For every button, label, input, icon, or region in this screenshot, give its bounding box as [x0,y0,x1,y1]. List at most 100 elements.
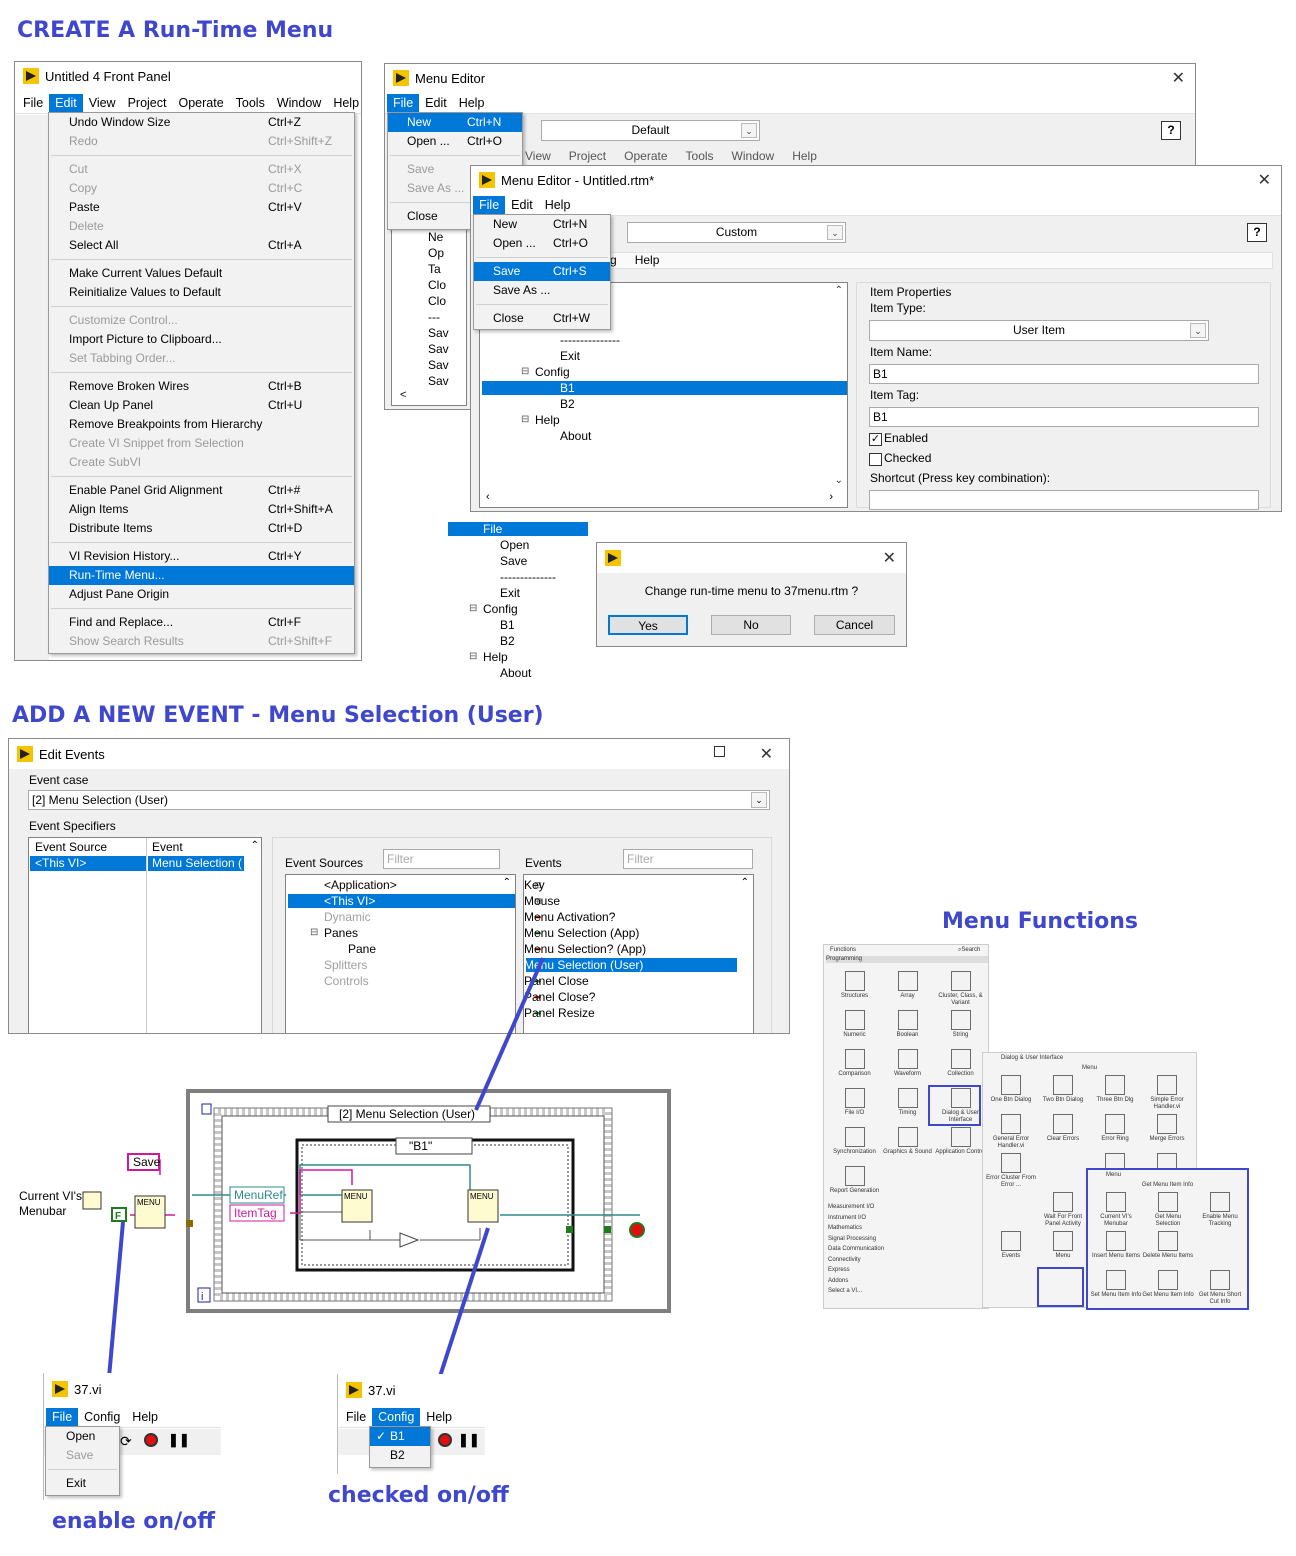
menu-item-create-subvi[interactable]: Create SubVI [49,453,354,472]
close-icon[interactable]: ✕ [759,746,773,763]
menu-item-run-time-menu[interactable]: Run-Time Menu... [49,566,354,585]
tree-item-exit[interactable]: Exit [448,585,588,601]
no-button[interactable]: No [711,615,791,635]
pause-icon[interactable]: ❚❚ [458,1432,480,1447]
help-button[interactable]: ? [1161,121,1181,140]
collapse-icon[interactable]: ⊟ [469,651,478,662]
get-menu-item-info-node[interactable] [341,1189,373,1223]
menu-item-save[interactable]: Save [388,160,522,179]
menu-item-vi-revision-history[interactable]: VI Revision History...Ctrl+Y [49,547,354,566]
menubar-edit[interactable]: Edit [425,95,447,110]
menubar-file[interactable]: File [473,195,506,214]
palette-item-comparison[interactable]: Comparison [828,1049,881,1088]
menubar-operate[interactable]: Operate [178,95,224,110]
menu-item-reinitialize-values-to-default[interactable]: Reinitialize Values to Default [49,283,354,302]
menubar-view[interactable]: View [88,95,116,110]
abort-icon[interactable] [144,1433,158,1447]
palette-category-data-communication[interactable]: Data Communication [828,1246,885,1252]
menu-item-b1[interactable]: ✓B1 [370,1427,430,1446]
scroll-up-icon[interactable]: ⌃ [834,285,843,296]
tree-item-application[interactable]: <Application> [286,877,515,893]
specifier-event-row[interactable]: Menu Selection ( [148,856,244,871]
current-vi-menubar-node[interactable] [82,1191,102,1210]
palette-item-merge-errors[interactable]: Merge Errors [1141,1114,1193,1153]
palette-category-measurement-i-o[interactable]: Measurement I/O [828,1204,875,1210]
event-case-selector[interactable] [327,1105,491,1123]
palette-item-boolean[interactable]: Boolean [881,1010,934,1049]
tree-item[interactable]: Op [428,246,445,260]
scroll-down-icon[interactable]: ⌄ [834,475,843,486]
tree-item-config[interactable]: ⊟Config [480,364,847,380]
event-case-select[interactable]: [2] Menu Selection (User)⌄ [28,790,770,810]
palette-item-synchronization[interactable]: Synchronization [828,1127,881,1166]
menu-item-adjust-pane-origin[interactable]: Adjust Pane Origin [49,585,354,604]
checked-checkbox[interactable] [869,453,882,466]
help-button[interactable]: ? [1247,223,1267,242]
palette-item-events[interactable]: Events [985,1231,1037,1270]
menu-item-open[interactable]: Open [46,1427,119,1446]
palette-item-get-menu-selection[interactable]: Get Menu Selection [1142,1192,1194,1231]
item-type-combo[interactable]: User Item⌄ [869,320,1209,341]
palette-item-simple-error-handler-vi[interactable]: Simple Error Handler.vi [1141,1075,1193,1114]
tree-item[interactable]: Clo [428,294,447,308]
tree-item-splitters[interactable]: Splitters [286,957,515,973]
sources-filter-input[interactable]: Filter [383,849,500,869]
palette-item-general-error-handler-vi[interactable]: General Error Handler.vi [985,1114,1037,1153]
menubar-file[interactable]: File [387,93,420,112]
item-tag-field[interactable]: B1 [869,407,1259,427]
menubar-help[interactable]: Help [333,95,360,110]
set-menu-item-info-node[interactable] [467,1189,499,1223]
tree-item-panel-close[interactable]: ➡Panel Close? [524,989,737,1005]
menubar-config[interactable]: Config [84,1409,121,1424]
tree-item-config[interactable]: ⊟Config [448,601,588,617]
menu-type-combo[interactable]: Default⌄ [541,120,760,141]
cancel-button[interactable]: Cancel [814,615,895,635]
specifier-source-row[interactable]: <This VI> [30,856,146,871]
run-time-menu-tree[interactable]: ⊟FileOpenSave--------------Exit⊟ConfigB1… [448,521,588,681]
palette-category-express[interactable]: Express [828,1267,850,1273]
tree-item[interactable]: Clo [428,278,447,292]
palette-item-numeric[interactable]: Numeric [828,1010,881,1049]
pause-icon[interactable]: ❚❚ [168,1432,190,1447]
events-filter-input[interactable]: Filter [623,849,753,869]
menubar-file[interactable]: File [346,1409,367,1424]
tree-item-file[interactable]: ⊟File [448,521,588,537]
menu-item-open[interactable]: Open ...Ctrl+O [388,132,522,151]
tree-item[interactable]: --- [428,310,440,324]
tree-item-panel-resize[interactable]: ➡Panel Resize [524,1005,737,1021]
menu-item-set-tabbing-order[interactable]: Set Tabbing Order... [49,349,354,368]
menu-item-close[interactable]: Close [388,207,522,226]
tree-item-panes[interactable]: ⊟Panes [286,925,515,941]
tree-item-item[interactable]: -------------- [448,569,588,585]
tree-item[interactable]: Sav [428,374,449,388]
tree-item-exit[interactable]: Exit [480,348,847,364]
menu-item-delete[interactable]: Delete [49,217,354,236]
tree-item-this-vi[interactable]: <This VI> [286,893,515,909]
maximize-icon[interactable] [714,746,725,757]
menubar-config[interactable]: Config [372,1407,421,1426]
scroll-right-icon[interactable]: › [829,491,833,503]
collapse-icon[interactable]: ⊟ [310,927,319,938]
palette-item-two-btn-dialog[interactable]: Two Btn Dialog [1037,1075,1089,1114]
menu-item-customize-control[interactable]: Customize Control... [49,311,354,330]
tree-item-controls[interactable]: Controls [286,973,515,989]
tree-item-b2[interactable]: B2 [448,633,588,649]
palette-item-collection[interactable]: Collection [934,1049,987,1088]
palette-item-structures[interactable]: Structures [828,971,881,1010]
menu-item-save-as[interactable]: Save As ... [474,281,610,300]
events-list[interactable]: ⊞Key⊞Mouse➡Menu Activation?➡Menu Selecti… [523,874,754,1033]
tree-item-key[interactable]: ⊞Key [524,877,737,893]
menubar-help[interactable]: Help [458,95,485,110]
palette-item-error-cluster-from-error[interactable]: Error Cluster From Error ... [985,1153,1037,1192]
palette-item-timing[interactable]: Timing [881,1088,934,1127]
palette-item-string[interactable]: String [934,1010,987,1049]
